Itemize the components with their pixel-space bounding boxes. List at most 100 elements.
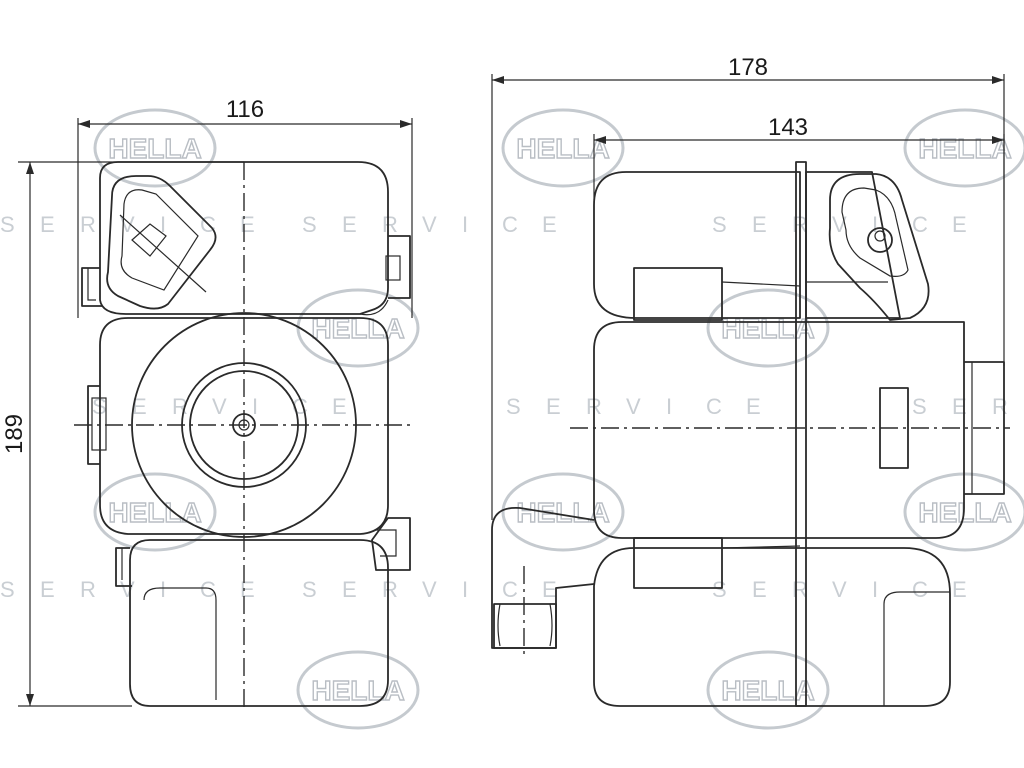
- front-filler-cap: [131, 223, 167, 257]
- service-watermark-letter: I: [666, 394, 672, 419]
- front-side-slot: [91, 397, 107, 451]
- service-watermark-letter: S: [506, 394, 521, 419]
- service-watermark-letter: E: [752, 212, 767, 237]
- service-watermark-letter: I: [160, 212, 166, 237]
- service-watermark-letter: E: [342, 577, 357, 602]
- service-watermark-letter: V: [422, 212, 437, 237]
- service-watermark-letter: E: [746, 394, 761, 419]
- hella-logo: HELLA: [706, 650, 830, 730]
- dim-116-label: 116: [226, 96, 264, 123]
- hella-logo: HELLA: [706, 288, 830, 368]
- service-watermark-letter: R: [80, 577, 96, 602]
- svg-text:HELLA: HELLA: [918, 133, 1011, 164]
- front-lower-inner-left: [143, 587, 217, 700]
- side-lower-inner-right: [883, 591, 950, 706]
- service-watermark-letter: E: [542, 577, 557, 602]
- service-watermark-letter: V: [120, 577, 135, 602]
- svg-text:HELLA: HELLA: [311, 675, 404, 706]
- service-watermark-letter: I: [252, 394, 258, 419]
- front-left-bracket-inner: [87, 268, 96, 301]
- hella-logo: HELLA: [296, 650, 420, 730]
- service-watermark-letter: S: [302, 577, 317, 602]
- service-watermark-letter: C: [912, 577, 928, 602]
- front-clip-slot: [385, 255, 401, 281]
- service-watermark-letter: R: [382, 212, 398, 237]
- side-lower-chamber: [593, 547, 951, 707]
- service-watermark-letter: E: [240, 577, 255, 602]
- service-watermark-letter: I: [872, 577, 878, 602]
- service-watermark-letter: E: [952, 212, 967, 237]
- hella-logo: HELLA: [903, 108, 1024, 188]
- service-watermark-letter: V: [626, 394, 641, 419]
- service-watermark-letter: R: [382, 577, 398, 602]
- service-watermark-letter: E: [952, 394, 967, 419]
- svg-text:HELLA: HELLA: [918, 497, 1011, 528]
- service-watermark-letter: C: [502, 212, 518, 237]
- service-watermark-letter: V: [120, 212, 135, 237]
- service-watermark-letter: S: [912, 394, 927, 419]
- service-watermark-letter: V: [422, 577, 437, 602]
- service-watermark-letter: S: [0, 212, 15, 237]
- service-watermark-letter: C: [912, 212, 928, 237]
- service-watermark-letter: C: [706, 394, 722, 419]
- hella-logo: HELLA: [93, 472, 217, 552]
- front-lower-chamber: [129, 539, 389, 707]
- service-watermark-letter: I: [160, 577, 166, 602]
- front-left-bracket: [81, 267, 102, 307]
- service-watermark-letter: S: [302, 212, 317, 237]
- service-watermark-letter: I: [872, 212, 878, 237]
- service-watermark-letter: S: [0, 577, 15, 602]
- service-watermark-letter: R: [80, 212, 96, 237]
- service-watermark-letter: C: [200, 577, 216, 602]
- side-upper-chamber: [593, 171, 801, 319]
- svg-text:HELLA: HELLA: [108, 133, 201, 164]
- front-middle-chamber: [99, 317, 389, 535]
- hella-logo: HELLA: [93, 108, 217, 188]
- dim-178-label: 178: [728, 54, 768, 81]
- service-watermark-letter: I: [462, 212, 468, 237]
- front-upper-chamber-inner: [359, 299, 389, 316]
- dimension-side-total: 178: [491, 54, 1005, 520]
- service-watermark-letter: E: [240, 212, 255, 237]
- front-right-clip-upper: [388, 235, 411, 299]
- hella-logo: HELLA: [296, 288, 420, 368]
- service-watermark-letter: S: [712, 212, 727, 237]
- dim-189-label: 189: [1, 414, 28, 454]
- dimension-front-width: 116: [77, 96, 413, 318]
- front-filler-neck: [106, 175, 217, 310]
- side-hose-end: [493, 603, 557, 649]
- service-watermark-letter: I: [462, 577, 468, 602]
- front-filler-neck-inner: [120, 189, 199, 291]
- side-mounting-plate: [795, 161, 807, 707]
- service-watermark-letter: E: [542, 212, 557, 237]
- service-watermark-letter: V: [832, 577, 847, 602]
- hella-logo: HELLA: [903, 472, 1024, 552]
- service-watermark-letter: C: [502, 577, 518, 602]
- front-right-clip-lower-inner: [376, 529, 397, 557]
- front-lower-left-bracket: [115, 547, 132, 587]
- service-watermark-letter: S: [712, 577, 727, 602]
- side-middle-chamber: [593, 321, 965, 539]
- service-watermark-letter: E: [952, 577, 967, 602]
- dimension-side-body: 143: [593, 114, 1005, 200]
- side-lower-clip-line: [721, 545, 801, 549]
- svg-text:HELLA: HELLA: [721, 675, 814, 706]
- front-right-clip-lower: [371, 517, 411, 571]
- side-filler-cap: [867, 227, 893, 253]
- side-upper-chamber-right: [805, 171, 901, 319]
- side-upper-clip-line: [721, 281, 801, 287]
- side-hose-ribs: [497, 603, 553, 647]
- service-watermark-letter: V: [212, 394, 227, 419]
- service-watermark-letter: E: [332, 394, 347, 419]
- hella-logo: HELLA: [501, 108, 625, 188]
- dimension-front-height: 189: [1, 161, 244, 707]
- svg-text:HELLA: HELLA: [516, 133, 609, 164]
- service-watermark-letter: E: [752, 577, 767, 602]
- dim-143-label: 143: [768, 114, 808, 141]
- service-watermark-letter: E: [40, 577, 55, 602]
- side-filler-neck: [828, 173, 930, 321]
- side-filler-neck-inner: [841, 187, 909, 277]
- service-watermark-letter: R: [992, 394, 1008, 419]
